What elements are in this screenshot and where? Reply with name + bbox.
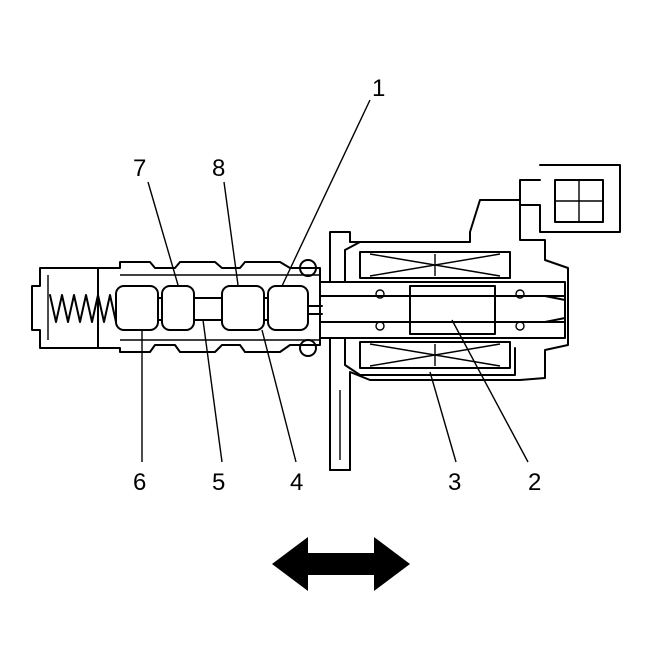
leader-8 <box>223 181 239 286</box>
callout-7: 7 <box>133 155 146 182</box>
callout-2: 2 <box>528 469 541 496</box>
armature <box>319 281 566 339</box>
callout-4: 4 <box>290 469 303 496</box>
coil-winding-lower <box>359 341 511 369</box>
callout-3: 3 <box>448 469 461 496</box>
leader-2 <box>451 319 529 463</box>
coil-winding-upper <box>359 251 511 279</box>
callout-5: 5 <box>212 469 225 496</box>
return-spring <box>49 294 117 323</box>
leader-3 <box>429 371 457 463</box>
double-headed-arrow-icon <box>272 537 410 591</box>
callout-6: 6 <box>133 469 146 496</box>
leader-5 <box>202 319 223 463</box>
callout-8: 8 <box>212 155 225 182</box>
leader-4 <box>261 329 297 463</box>
spool-valve <box>115 285 323 331</box>
leader-lines <box>141 99 529 463</box>
leader-7 <box>147 181 179 286</box>
leader-1 <box>281 99 371 287</box>
o-ring-lower <box>299 339 317 357</box>
valve-body <box>97 261 321 353</box>
callout-1: 1 <box>372 75 385 102</box>
